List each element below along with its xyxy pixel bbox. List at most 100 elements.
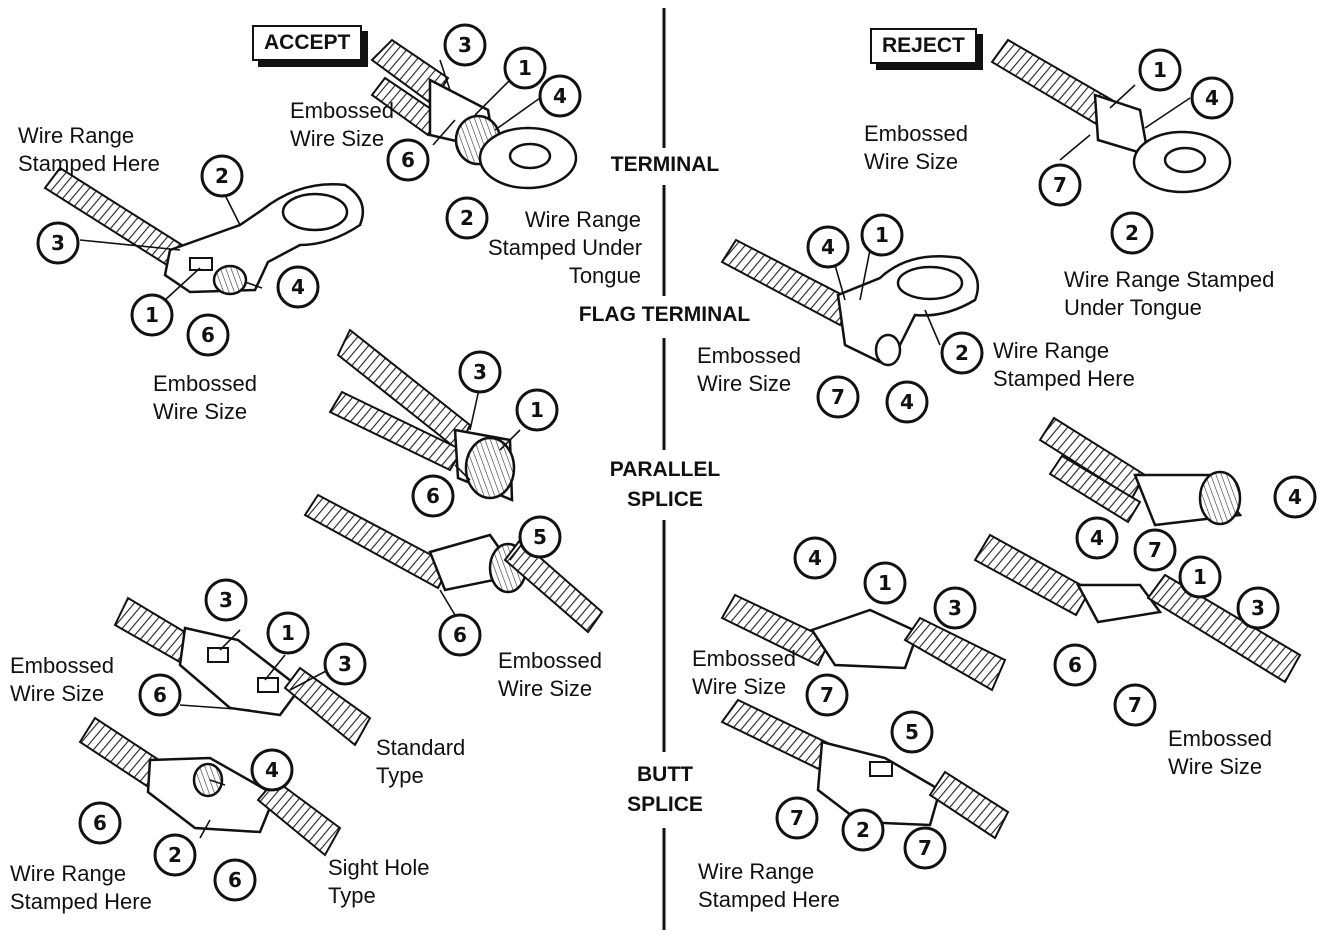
svg-text:1: 1: [1193, 565, 1207, 589]
label-line: Wire Size: [10, 681, 105, 706]
callout-marker: 2: [200, 154, 244, 198]
terminal-reject-drawing: [990, 38, 1232, 194]
callout-marker: 7: [903, 826, 947, 870]
callout-marker: 6: [138, 673, 182, 717]
svg-text:6: 6: [93, 811, 107, 835]
svg-text:6: 6: [201, 323, 215, 347]
svg-text:1: 1: [1153, 58, 1167, 82]
svg-text:2: 2: [460, 206, 474, 230]
callout-marker: 4: [793, 536, 837, 580]
svg-text:2: 2: [955, 341, 969, 365]
callout-marker: 3: [204, 578, 248, 622]
callout-marker: 4: [885, 380, 929, 424]
svg-text:7: 7: [1128, 693, 1142, 717]
callout-marker: 6: [411, 474, 455, 518]
callout-marker: 3: [323, 642, 367, 686]
svg-text:7: 7: [820, 683, 834, 707]
callout-marker: 5: [518, 515, 562, 559]
label-standard-type: Standard Type: [376, 734, 465, 790]
callout-marker: 1: [515, 388, 559, 432]
svg-text:4: 4: [1205, 86, 1219, 110]
section-flag-terminal: FLAG TERMINAL: [562, 300, 767, 330]
section-terminal: TERMINAL: [590, 150, 740, 180]
svg-text:4: 4: [821, 235, 835, 259]
callout-marker: 1: [1138, 48, 1182, 92]
label-wire-range-stamped-here: Wire Range Stamped Here: [993, 337, 1135, 393]
accept-header: ACCEPT: [252, 25, 363, 61]
svg-text:5: 5: [533, 525, 547, 549]
svg-text:7: 7: [790, 806, 804, 830]
svg-text:6: 6: [228, 868, 242, 892]
callout-marker: 1: [503, 46, 547, 90]
label-line: Wire Size: [290, 126, 385, 151]
callout-marker: 7: [775, 796, 819, 840]
section-parallel-line1: PARALLEL: [609, 458, 721, 481]
svg-text:3: 3: [1251, 596, 1265, 620]
section-parallel-splice: PARALLEL SPLICE: [590, 455, 740, 515]
callout-marker: 2: [153, 833, 197, 877]
label-line: Embossed: [290, 98, 394, 123]
label-line: Wire Range: [18, 123, 135, 148]
label-embossed-wire-size: Embossed Wire Size: [153, 370, 257, 426]
label-sight-hole-type: Sight Hole Type: [328, 854, 430, 910]
callout-marker: 2: [940, 331, 984, 375]
callout-marker: 4: [1273, 475, 1317, 519]
svg-text:3: 3: [458, 33, 472, 57]
label-line: Stamped Under: [488, 235, 643, 260]
label-line: Wire Size: [697, 371, 792, 396]
parallel-splice-accept-drawing: [303, 328, 604, 634]
svg-text:4: 4: [900, 390, 914, 414]
svg-text:3: 3: [948, 596, 962, 620]
svg-text:7: 7: [831, 385, 845, 409]
label-line: Wire Size: [692, 674, 787, 699]
callout-marker: 3: [458, 350, 502, 394]
callout-marker: 7: [1113, 683, 1157, 727]
callout-marker: 6: [213, 858, 257, 902]
label-line: Stamped Here: [698, 887, 840, 912]
butt-splice-reject-c-drawing: [720, 698, 1010, 840]
butt-splice-reject-b-drawing: [973, 533, 1302, 684]
callout-marker: 4: [1075, 516, 1119, 560]
callout-marker: 3: [443, 23, 487, 67]
section-parallel-line2: SPLICE: [627, 488, 703, 511]
label-line: Stamped Here: [10, 889, 152, 914]
callout-marker: 4: [1190, 76, 1234, 120]
svg-text:3: 3: [473, 360, 487, 384]
svg-text:7: 7: [1053, 173, 1067, 197]
callout-marker: 3: [1236, 586, 1280, 630]
svg-text:6: 6: [153, 683, 167, 707]
callout-marker: 6: [78, 801, 122, 845]
callout-marker: 1: [860, 213, 904, 257]
svg-text:2: 2: [215, 164, 229, 188]
svg-text:7: 7: [918, 836, 932, 860]
callout-marker: 4: [250, 748, 294, 792]
label-wire-range-under-tongue: Wire Range Stamped Under Tongue: [1064, 266, 1274, 322]
callout-marker: 7: [805, 673, 849, 717]
label-line: Wire Range Stamped: [1064, 267, 1275, 292]
svg-text:4: 4: [1090, 526, 1104, 550]
label-line: Wire Size: [1168, 754, 1263, 779]
label-wire-range-under-tongue: Wire Range Stamped Under Tongue: [488, 206, 643, 290]
label-wire-range-stamped-here: Wire Range Stamped Here: [18, 122, 160, 178]
svg-text:4: 4: [291, 275, 305, 299]
label-line: Wire Range: [993, 338, 1110, 363]
label-line: Wire Size: [864, 149, 959, 174]
svg-text:5: 5: [905, 720, 919, 744]
butt-splice-sight-accept-drawing: [78, 716, 342, 857]
callout-marker: 3: [36, 221, 80, 265]
callout-marker: 6: [186, 313, 230, 357]
svg-text:1: 1: [530, 398, 544, 422]
label-embossed-wire-size: Embossed Wire Size: [290, 97, 394, 153]
svg-text:4: 4: [265, 758, 279, 782]
callout-marker: 2: [841, 808, 885, 852]
label-line: Wire Size: [498, 676, 593, 701]
label-line: Standard: [376, 735, 466, 760]
flag-terminal-reject-drawing: [720, 238, 980, 367]
label-line: Stamped Here: [993, 366, 1135, 391]
callout-marker: 4: [538, 74, 582, 118]
svg-text:1: 1: [878, 571, 892, 595]
label-wire-range-stamped-here: Wire Range Stamped Here: [10, 860, 152, 916]
label-line: Embossed: [864, 121, 968, 146]
label-line: Wire Range: [10, 861, 127, 886]
